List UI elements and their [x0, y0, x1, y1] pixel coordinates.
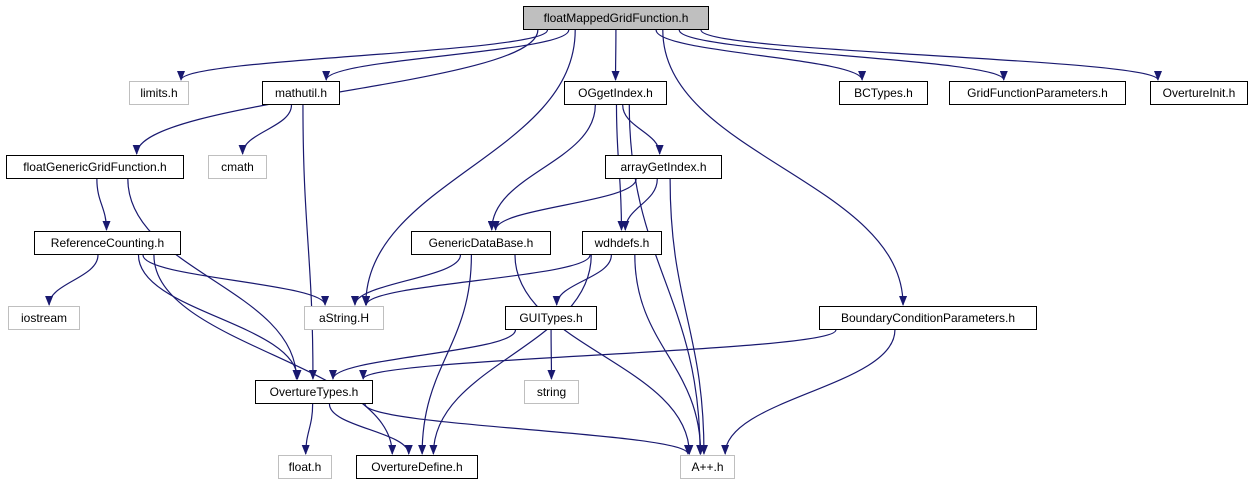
- edge-genericdatabase-to-astring: [351, 254, 462, 306]
- edge-root-to-mathutil: [322, 29, 570, 81]
- edge-root-to-overtureinit: [700, 29, 1162, 81]
- node-float: float.h: [278, 455, 332, 479]
- node-astring: aString.H: [304, 306, 384, 330]
- edge-referencecounting-to-iostream: [45, 254, 99, 306]
- node-mathutil[interactable]: mathutil.h: [262, 81, 340, 105]
- node-guitypes[interactable]: GUITypes.h: [505, 306, 597, 330]
- edge-floatgeneric-to-referencecounting: [96, 178, 111, 231]
- edge-referencecounting-to-overturetypes: [137, 254, 302, 380]
- edge-wdhdefs-to-guitypes: [552, 254, 612, 306]
- edge-overturetypes-to-aplusplus: [364, 403, 692, 455]
- edge-arraygetindex-to-wdhdefs: [621, 178, 658, 231]
- edge-boundaryconditionparams-to-aplusplus: [721, 329, 896, 455]
- node-string: string: [524, 380, 579, 404]
- edge-guitypes-to-overturetypes: [329, 329, 517, 380]
- node-floatgenericgridfunction[interactable]: floatGenericGridFunction.h: [6, 155, 184, 179]
- edge-wdhdefs-to-aplusplus: [634, 254, 705, 455]
- node-aplusplus: A++.h: [680, 455, 735, 479]
- edge-wdhdefs-to-overturedefine: [429, 254, 592, 455]
- edge-oggetindex-to-genericdatabase: [487, 104, 596, 231]
- node-iostream: iostream: [8, 306, 80, 330]
- node-bctypes[interactable]: BCTypes.h: [839, 81, 928, 105]
- edge-genericdatabase-to-overturedefine: [418, 254, 472, 455]
- node-boundaryconditionparameters[interactable]: BoundaryConditionParameters.h: [819, 306, 1037, 330]
- edge-root-to-bctypes: [655, 29, 867, 81]
- edge-root-to-gridfunctionparams: [678, 29, 1008, 81]
- node-overturedefine[interactable]: OvertureDefine.h: [356, 455, 478, 479]
- edge-root-to-astring: [361, 29, 576, 306]
- edge-root-to-limits: [177, 29, 549, 81]
- edge-boundaryconditionparams-to-overturetypes: [359, 329, 837, 380]
- edge-referencecounting-to-astring: [142, 254, 330, 306]
- node-cmath: cmath: [208, 155, 267, 179]
- edge-mathutil-to-overturetypes: [302, 104, 317, 380]
- edge-referencecounting-to-overturedefine: [153, 254, 397, 455]
- edge-oggetindex-to-arraygetindex: [622, 104, 664, 155]
- edge-wdhdefs-to-astring: [362, 254, 591, 306]
- node-overturetypes[interactable]: OvertureTypes.h: [255, 380, 373, 404]
- node-wdhdefs[interactable]: wdhdefs.h: [582, 231, 662, 255]
- edge-arraygetindex-to-genericdatabase: [491, 178, 637, 231]
- node-floatmappedgridfunction[interactable]: floatMappedGridFunction.h: [523, 6, 709, 30]
- edge-overturetypes-to-overturedefine: [328, 403, 413, 455]
- node-limits: limits.h: [129, 81, 189, 105]
- node-genericdatabase[interactable]: GenericDataBase.h: [411, 231, 551, 255]
- edge-arraygetindex-to-aplusplus: [669, 178, 708, 455]
- node-overtureinit[interactable]: OvertureInit.h: [1150, 81, 1248, 105]
- edge-root-to-boundaryconditionparams: [662, 29, 908, 306]
- node-oggetindex[interactable]: OGgetIndex.h: [564, 81, 667, 105]
- node-gridfunctionparameters[interactable]: GridFunctionParameters.h: [949, 81, 1126, 105]
- edge-mathutil-to-cmath: [238, 104, 293, 155]
- node-arraygetindex[interactable]: arrayGetIndex.h: [605, 155, 722, 179]
- edge-floatgeneric-to-overturetypes: [127, 178, 301, 380]
- node-referencecounting[interactable]: ReferenceCounting.h: [34, 231, 181, 255]
- edge-overturetypes-to-float: [301, 403, 314, 455]
